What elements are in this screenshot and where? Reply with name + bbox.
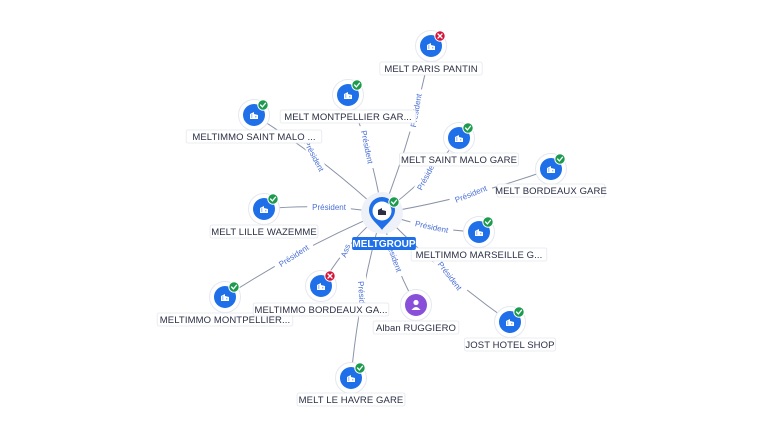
- check-badge-icon: [267, 193, 279, 205]
- node-bordeaux-gare[interactable]: MELT BORDEAUX GARE: [495, 153, 607, 198]
- check-badge-icon: [354, 362, 366, 374]
- node-label: MELT BORDEAUX GARE: [495, 186, 607, 197]
- node-label-bg: [496, 183, 606, 198]
- node-label-bg: [372, 320, 460, 335]
- building-icon: [260, 206, 268, 213]
- building-icon: [506, 319, 514, 326]
- check-badge-icon: [482, 216, 494, 228]
- check-badge-icon: [257, 99, 269, 111]
- building-icon: [427, 43, 435, 50]
- node-le-havre-gare[interactable]: MELT LE HAVRE GARE: [296, 362, 406, 407]
- edge-label-text: Président: [436, 260, 464, 293]
- edge-label-bg: [409, 216, 455, 236]
- edge-label-montpellier-gare: Président: [358, 124, 378, 170]
- building-icon: [250, 112, 258, 119]
- building-icon: [317, 283, 325, 290]
- node-meltimmo-marseille[interactable]: MELTIMMO MARSEILLE G...: [410, 216, 548, 262]
- building-icon: [347, 375, 355, 382]
- edge-label-bg: [299, 134, 330, 178]
- node-label-bg: [185, 129, 323, 144]
- person-icon: [411, 299, 421, 310]
- edge-label-text: Ass: [339, 243, 352, 259]
- close-badge-icon: [434, 30, 446, 42]
- building-icon: [547, 166, 555, 173]
- node-meltimmo-saint-malo[interactable]: MELTIMMO SAINT MALO ...: [185, 99, 323, 144]
- check-badge-icon: [554, 153, 566, 165]
- node-label: MELT MONTPELLIER GAR...: [284, 112, 412, 123]
- node-saint-malo-gare[interactable]: MELT SAINT MALO GARE: [399, 122, 519, 167]
- edge-label-bordeaux-gare: Président: [448, 180, 493, 207]
- close-badge-icon: [324, 270, 336, 282]
- node-label: JOST HOTEL SHOP: [465, 340, 554, 351]
- node-label-bg: [296, 392, 406, 407]
- edge-label-jost-hotel-shop: Président: [432, 255, 468, 296]
- node-alban-ruggiero[interactable]: Alban RUGGIERO: [372, 289, 460, 335]
- edge-label-bg: [358, 124, 378, 170]
- node-jost-hotel-shop[interactable]: JOST HOTEL SHOP: [463, 306, 557, 352]
- check-badge-icon: [351, 79, 363, 91]
- nodes-layer: MELT PARIS PANTIN MELT MONTPELLIER GAR...…: [156, 30, 607, 407]
- node-label: MELT PARIS PANTIN: [384, 64, 477, 75]
- edge-label-text: Président: [277, 243, 311, 269]
- edge-label-bg: [307, 201, 351, 212]
- node-meltimmo-bordeaux[interactable]: MELTIMMO BORDEAUX GA...: [252, 270, 390, 317]
- node-label: MELT LE HAVRE GARE: [299, 395, 404, 406]
- node-label-bg: [209, 224, 319, 239]
- node-montpellier-gare[interactable]: MELT MONTPELLIER GAR...: [279, 79, 417, 124]
- edge-label-bg: [432, 255, 468, 296]
- node-label: MELT SAINT MALO GARE: [401, 155, 517, 166]
- edge-label-bg: [448, 180, 493, 207]
- node-label: MELTIMMO BORDEAUX GA...: [254, 305, 387, 316]
- node-paris-pantin[interactable]: MELT PARIS PANTIN: [379, 30, 483, 76]
- node-label-bg: [279, 109, 417, 124]
- center-label-bg: [352, 237, 416, 250]
- center-node[interactable]: MELTGROUP: [352, 192, 416, 250]
- edge-label-text: Président: [359, 130, 375, 166]
- check-badge-icon: [513, 306, 525, 318]
- check-badge-icon: [462, 122, 474, 134]
- building-icon: [475, 229, 483, 236]
- edge-label-meltimmo-montpellier: Président: [272, 239, 315, 272]
- edge-label-text: Président: [356, 281, 367, 316]
- node-label-bg: [399, 152, 519, 167]
- edge-label-text: Président: [414, 219, 450, 235]
- building-icon: [378, 208, 386, 215]
- node-label: Alban RUGGIERO: [376, 323, 456, 334]
- node-label: MELT LILLE WAZEMME: [211, 227, 317, 238]
- node-label: MELTIMMO MARSEILLE G...: [416, 250, 543, 261]
- edge-label-meltimmo-marseille: Président: [409, 216, 455, 236]
- edge-label-text: Président: [312, 203, 347, 212]
- edge-label-bg: [272, 239, 315, 272]
- check-badge-icon: [388, 196, 400, 208]
- node-label-bg: [379, 61, 483, 76]
- edge-label-lille-wazemme: Président: [307, 201, 351, 212]
- node-label: MELTIMMO SAINT MALO ...: [192, 132, 315, 143]
- building-icon: [221, 294, 229, 301]
- check-badge-icon: [228, 281, 240, 293]
- node-label-bg: [463, 337, 557, 352]
- building-icon: [455, 135, 463, 142]
- node-label-bg: [410, 247, 548, 262]
- node-lille-wazemme[interactable]: MELT LILLE WAZEMME: [209, 193, 319, 239]
- node-label-bg: [252, 302, 390, 317]
- node-label: MELTIMMO MONTPELLIER...: [160, 315, 290, 326]
- edge-label-bg: [337, 240, 353, 261]
- center-label: MELTGROUP: [352, 239, 415, 250]
- edge-label-text: Président: [454, 183, 489, 204]
- edge-label-meltimmo-bordeaux: Ass: [337, 240, 353, 261]
- building-icon: [344, 92, 352, 99]
